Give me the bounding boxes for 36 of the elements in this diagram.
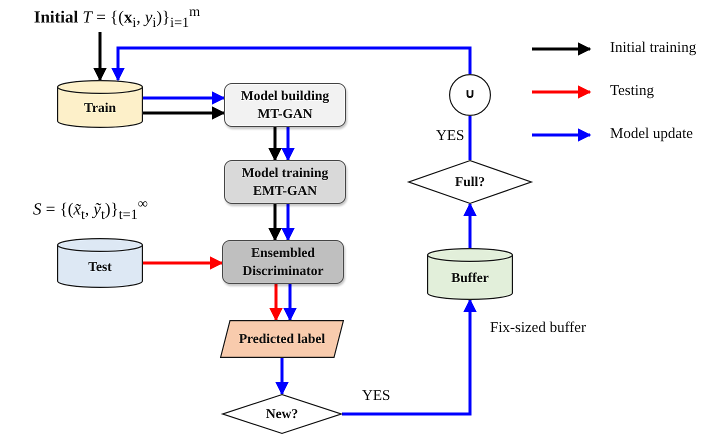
arrow <box>281 204 295 242</box>
arrow <box>93 32 107 82</box>
arrow <box>463 202 477 248</box>
arrow <box>268 204 282 242</box>
arrow <box>111 46 472 82</box>
decision-diamond <box>222 394 342 434</box>
node-label: Full? <box>454 173 485 191</box>
legend-label: Model update <box>610 126 693 143</box>
arrow <box>143 91 226 105</box>
arrow <box>269 284 283 322</box>
note-label: Fix-sized buffer <box>490 320 586 337</box>
node-label: Model building MT-GAN <box>240 87 330 123</box>
process-box <box>224 160 346 204</box>
arrow <box>281 127 295 162</box>
node-label: Test <box>88 258 112 276</box>
node-label: Ensembled Discriminator <box>242 244 324 280</box>
node-label: Model training EMT-GAN <box>240 164 330 200</box>
arrow <box>342 298 477 416</box>
arrow <box>283 284 297 322</box>
process-box <box>224 83 346 127</box>
legend-label: Testing <box>610 83 654 100</box>
union-circle <box>449 74 491 116</box>
node-label: Buffer <box>451 269 489 287</box>
node-label: Predicted label <box>238 330 326 348</box>
arrow <box>275 358 289 396</box>
node-label: New? <box>266 405 298 423</box>
arrow <box>143 106 226 120</box>
process-box <box>222 240 344 284</box>
arrow <box>268 127 282 162</box>
database-cylinder <box>57 80 143 128</box>
legend-label: Initial training <box>610 40 696 57</box>
node-label: Train <box>84 99 116 117</box>
data-parallelogram <box>220 320 344 358</box>
arrow <box>143 256 224 270</box>
node-label: ∪ <box>464 86 476 104</box>
decision-diamond <box>408 160 532 204</box>
